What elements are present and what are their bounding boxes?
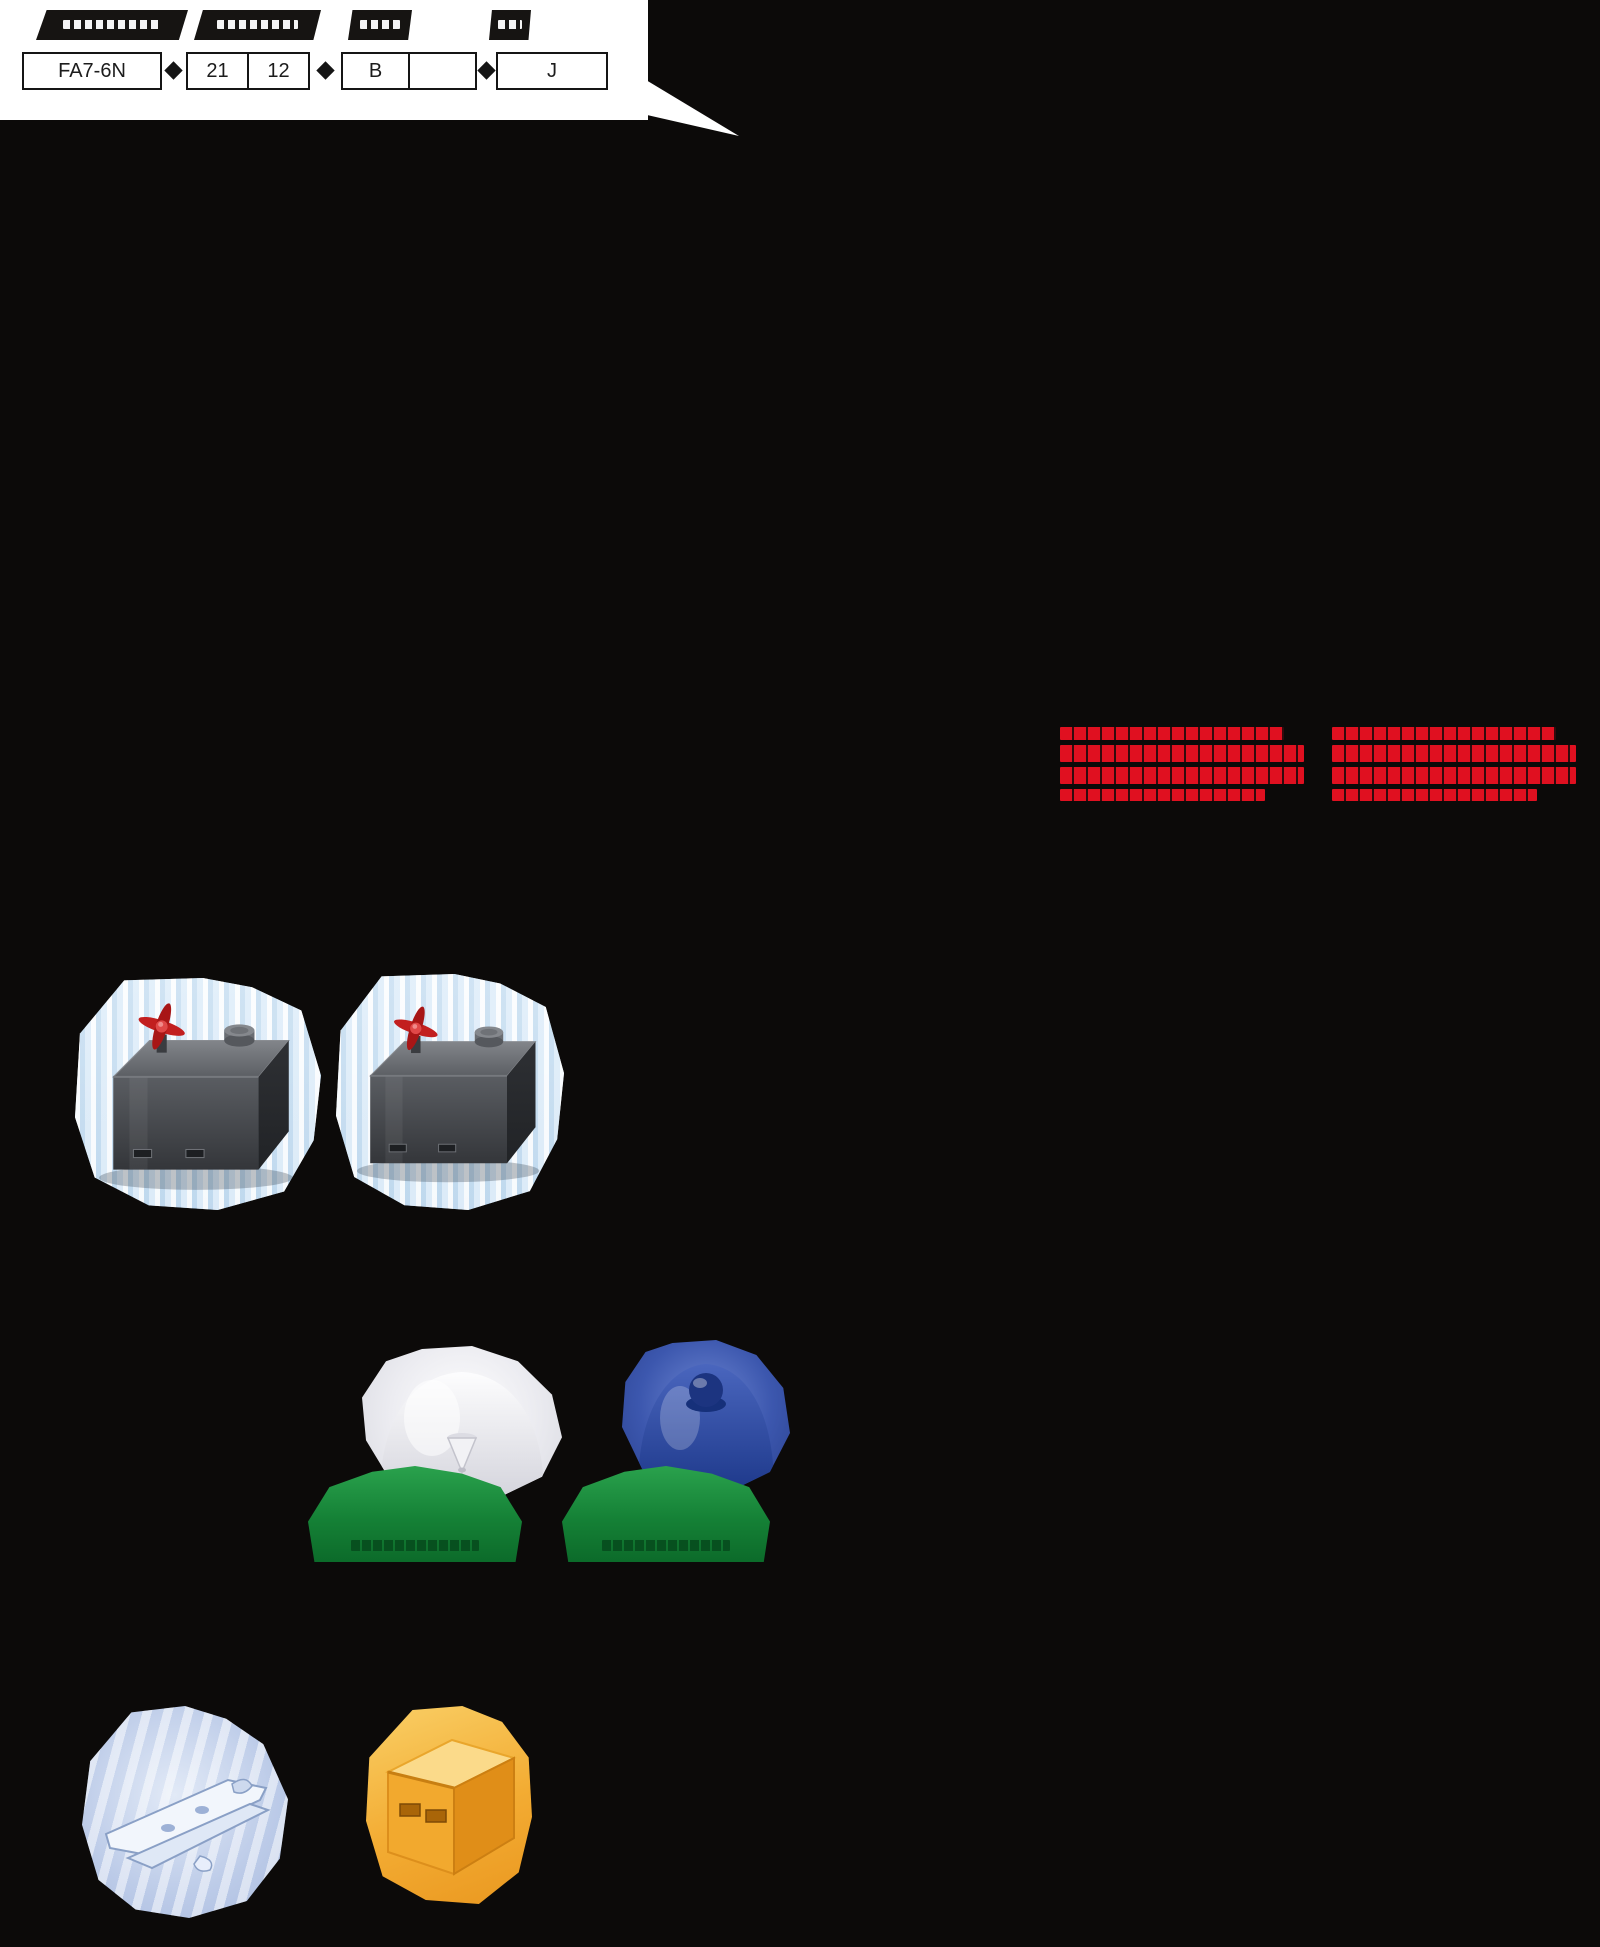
blue-dome-illustration bbox=[638, 1364, 774, 1488]
cell-divider bbox=[247, 54, 249, 88]
code-value-color: B bbox=[368, 60, 383, 82]
tank-illustration bbox=[336, 974, 564, 1210]
white-dome-illustration bbox=[380, 1372, 544, 1496]
code-box-size: 21 12 bbox=[186, 52, 310, 90]
warning-text-line bbox=[1060, 789, 1265, 801]
yellow-box-illustration bbox=[385, 1738, 517, 1876]
tank-illustration bbox=[75, 978, 321, 1210]
warning-text-line bbox=[1060, 745, 1304, 762]
tab-label-illegible bbox=[359, 20, 401, 29]
code-box-color: B bbox=[341, 52, 477, 90]
warning-note-block bbox=[1332, 727, 1576, 801]
product-photo-tank-small bbox=[75, 978, 321, 1210]
code-tab-size bbox=[194, 10, 321, 40]
code-value-size-2: 12 bbox=[267, 60, 290, 82]
code-box-model: FA7-6N bbox=[22, 52, 162, 90]
code-tab-color bbox=[348, 10, 412, 40]
product-photo-tank-large bbox=[336, 974, 564, 1210]
warning-text-line bbox=[1332, 789, 1537, 801]
tab-label-illegible bbox=[63, 20, 161, 29]
code-box-option: J bbox=[496, 52, 608, 90]
product-photo-bracket bbox=[82, 1706, 288, 1918]
tab-label-illegible bbox=[498, 20, 522, 29]
warning-text-line bbox=[1332, 767, 1576, 784]
tab-label-illegible bbox=[216, 20, 299, 29]
code-value-option: J bbox=[547, 60, 557, 82]
warning-text-line bbox=[1060, 727, 1285, 740]
warning-text-line bbox=[1332, 745, 1576, 762]
code-value-size-1: 21 bbox=[206, 60, 229, 82]
code-tab-option bbox=[489, 10, 531, 40]
product-photo-yellow-box bbox=[366, 1706, 532, 1904]
warning-text-line bbox=[1060, 767, 1304, 784]
product-photo-dome-blue bbox=[622, 1340, 790, 1490]
product-caption-illegible bbox=[602, 1540, 730, 1551]
code-value-model: FA7-6N bbox=[58, 60, 126, 82]
warning-note-block bbox=[1060, 727, 1304, 801]
product-caption-illegible bbox=[351, 1540, 479, 1551]
cell-divider bbox=[408, 54, 410, 88]
bracket-illustration bbox=[104, 1778, 271, 1872]
code-tab-model bbox=[36, 10, 188, 40]
warning-text-line bbox=[1332, 727, 1557, 740]
